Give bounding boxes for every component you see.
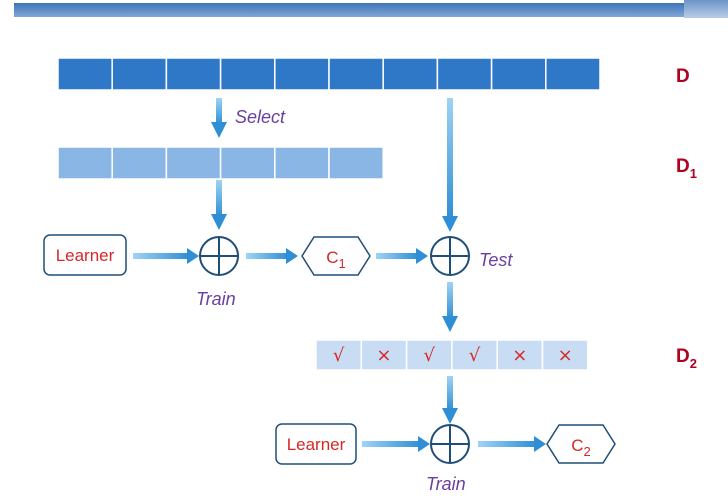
d1-to-train-arrow (211, 180, 227, 230)
train-combiner-1-icon (199, 236, 239, 276)
classifier-c1-node: C1 (301, 236, 371, 276)
d2-mark: × (558, 345, 573, 366)
d1-bar-cell (274, 146, 330, 180)
d2-bar-cell (405, 339, 453, 371)
dataset-d-label: D (676, 66, 690, 87)
d2-to-train-arrow (442, 376, 458, 424)
d-bar-cell (165, 57, 222, 91)
logo-corner (684, 0, 728, 18)
classifier-c2-node: C2 (546, 424, 616, 464)
learner-node-1: Learner (43, 234, 127, 276)
dataset-d1-label: D1 (676, 156, 697, 181)
learner1-to-train-arrow (133, 248, 199, 264)
d2-bar-cell (541, 339, 589, 371)
d-bar-cell (545, 57, 601, 91)
d-bar-cell (436, 57, 493, 91)
d-bar-cell (111, 57, 168, 91)
d-bar-cell (490, 57, 547, 91)
d2-bar-cell (451, 339, 498, 371)
dataset-d1-bar (57, 146, 384, 180)
d2-mark: × (512, 345, 527, 366)
d1-bar-cell (328, 146, 384, 180)
c1-text: C1 (326, 248, 346, 271)
learner-node-2: Learner (275, 423, 357, 465)
c1-to-test-arrow (376, 248, 428, 264)
title-bar-strip (14, 3, 696, 17)
d1-bar-cell (165, 146, 222, 180)
d-bar-cell (328, 57, 384, 91)
d2-mark: × (376, 345, 391, 366)
c2-text: C2 (571, 436, 591, 459)
d1-bar-cell (57, 146, 113, 180)
train-combiner-2-icon (430, 424, 470, 464)
d2-mark: √ (469, 345, 481, 366)
train-to-c1-arrow (246, 248, 298, 264)
d-bar-cell (382, 57, 439, 91)
learner-1-text: Learner (56, 246, 115, 265)
learner2-to-train-arrow (362, 436, 430, 452)
d2-mark: √ (424, 345, 436, 366)
learner-2-text: Learner (287, 435, 346, 454)
d2-mark: √ (333, 345, 345, 366)
d-bar-cell (57, 57, 113, 91)
d-bar-cell (274, 57, 330, 91)
test-label: Test (479, 250, 513, 270)
test-combiner-icon (430, 236, 470, 276)
train-label-1: Train (196, 289, 236, 309)
train-to-c2-arrow (478, 436, 546, 452)
d-to-test-arrow (442, 98, 458, 232)
select-arrow (211, 98, 227, 138)
d1-bar-cell (219, 146, 276, 180)
dataset-d2-bar: √ × √ √ × × (315, 339, 589, 371)
d1-bar-cell (111, 146, 168, 180)
select-label: Select (235, 107, 286, 127)
train-label-2: Train (426, 474, 466, 494)
dataset-d-bar (57, 57, 601, 91)
d2-bar-cell (496, 339, 544, 371)
dataset-d2-label: D2 (676, 346, 697, 371)
d-bar-cell (219, 57, 276, 91)
test-to-d2-arrow (442, 282, 458, 332)
